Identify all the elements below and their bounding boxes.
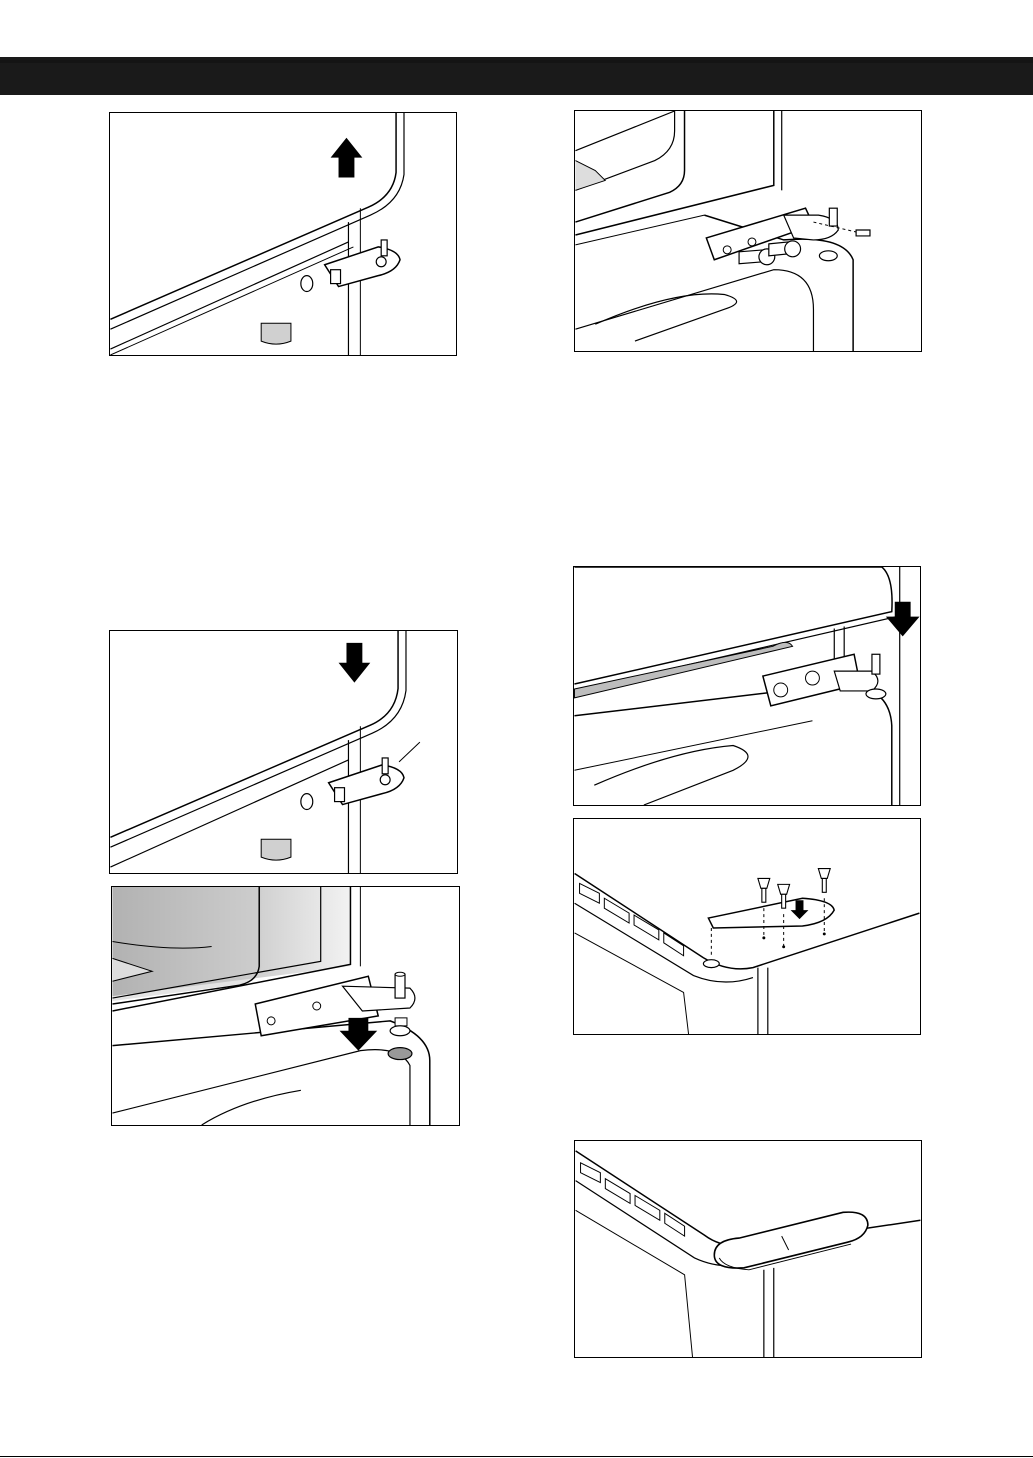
header-bar	[0, 57, 1033, 95]
illustration-install-hinge-left	[574, 567, 920, 805]
illustration-lift-door	[110, 113, 456, 355]
figure-lift-door	[109, 112, 457, 356]
figure-install-hinge-left	[573, 566, 921, 806]
figure-remove-hinge-bolts	[574, 110, 922, 352]
up-arrow-icon	[331, 138, 363, 178]
down-arrow-icon	[886, 602, 920, 637]
illustration-lower-door	[110, 631, 457, 873]
figure-fasten-top-hinge	[573, 818, 921, 1035]
illustration-fit-hinge-cover	[575, 1141, 921, 1357]
figure-fit-hinge-cover	[574, 1140, 922, 1358]
illustration-remove-hinge-bolts	[575, 111, 921, 351]
illustration-fasten-top-hinge	[574, 819, 920, 1034]
footer-line	[0, 1456, 1033, 1457]
figure-refit-middle-hinge	[111, 886, 460, 1126]
down-arrow-icon	[339, 643, 371, 683]
figure-lower-door	[109, 630, 458, 874]
illustration-refit-middle-hinge	[112, 887, 459, 1125]
